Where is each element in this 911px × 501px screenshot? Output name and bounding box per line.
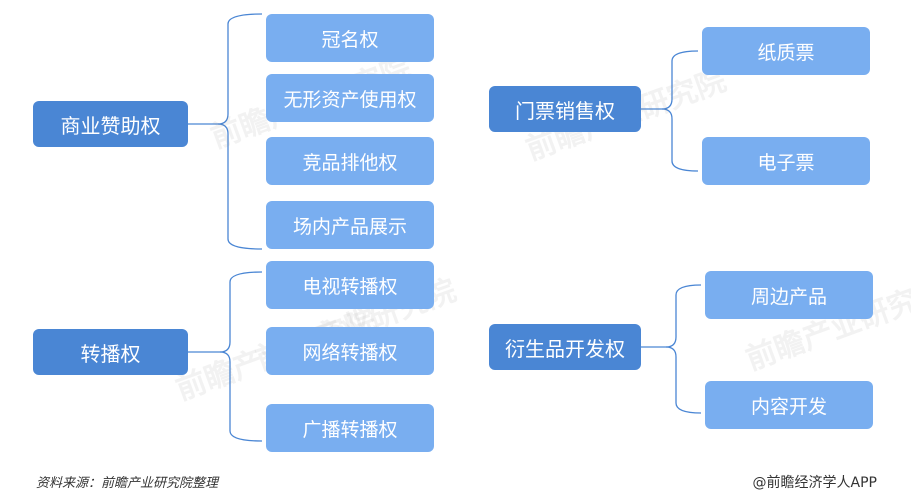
brace-commercial-lower — [217, 123, 263, 250]
node-commercial-sponsorship: 商业赞助权 — [33, 101, 188, 147]
brace-ticket-lower — [661, 108, 699, 172]
brace-derivative-upper — [641, 284, 702, 348]
node-derivatives-development: 衍生品开发权 — [489, 324, 641, 370]
node-content-development: 内容开发 — [705, 381, 873, 429]
node-network-broadcast: 网络转播权 — [266, 327, 434, 375]
node-tv-broadcast: 电视转播权 — [266, 261, 434, 309]
brace-broadcast-upper — [188, 271, 263, 353]
node-intangible-asset-use: 无形资产使用权 — [266, 74, 434, 122]
brace-commercial-upper — [188, 13, 263, 125]
brace-broadcast-lower — [219, 351, 263, 442]
source-note: 资料来源：前瞻产业研究院整理 — [36, 476, 219, 491]
node-radio-broadcast: 广播转播权 — [266, 404, 434, 452]
node-naming-rights: 冠名权 — [266, 14, 434, 62]
node-competitor-exclusivity: 竞品排他权 — [266, 137, 434, 185]
credit-note: @前瞻经济学人APP — [752, 475, 877, 491]
node-ticket-sales: 门票销售权 — [489, 86, 641, 132]
connector-layer — [188, 13, 702, 442]
node-venue-product-display: 场内产品展示 — [266, 201, 434, 249]
brace-derivative-lower — [665, 346, 702, 414]
node-paper-ticket: 纸质票 — [702, 27, 870, 75]
node-merchandise: 周边产品 — [705, 271, 873, 319]
brace-ticket-upper — [641, 50, 699, 110]
node-broadcast-rights: 转播权 — [33, 329, 188, 375]
node-e-ticket: 电子票 — [702, 137, 870, 185]
